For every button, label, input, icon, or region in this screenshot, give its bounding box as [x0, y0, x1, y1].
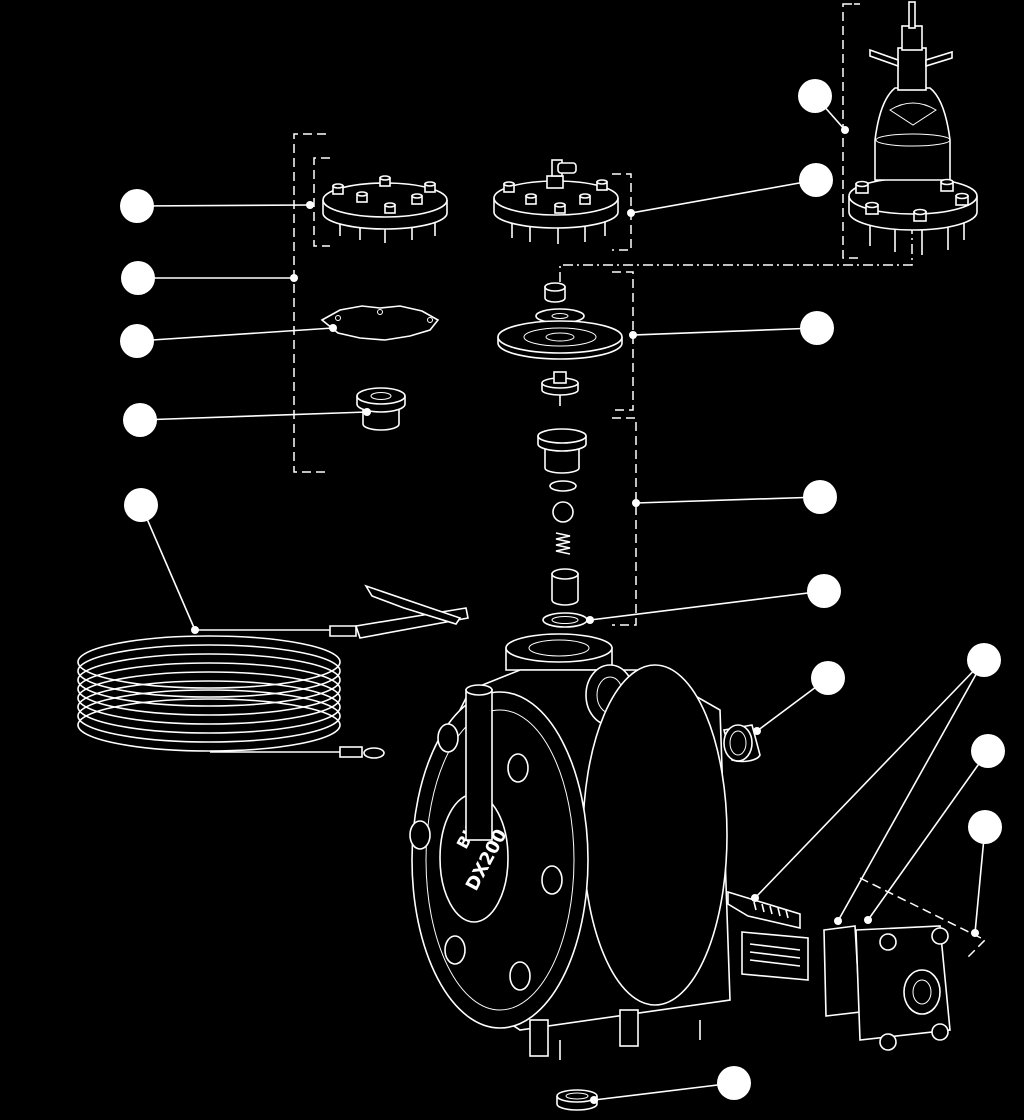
callout-7	[799, 163, 833, 197]
callout-10	[807, 574, 841, 608]
callout-11	[811, 661, 845, 695]
callout-9	[803, 480, 837, 514]
diaphragm-stack	[497, 282, 623, 406]
callout-3	[120, 324, 154, 358]
callout-2	[121, 261, 155, 295]
bushing	[356, 387, 406, 431]
muffler-bracket	[859, 877, 987, 961]
pump-body: BINKS DX200	[409, 633, 731, 1060]
air-cap-center	[493, 159, 619, 244]
left-cap-bracket	[313, 157, 330, 247]
bottom-washer	[556, 1089, 598, 1111]
leader-dots	[191, 126, 979, 1104]
callout-1	[120, 189, 154, 223]
muffler-block	[823, 925, 951, 1051]
left-kit-bracket	[293, 133, 326, 473]
ground-wire-coil	[77, 584, 469, 759]
callout-12	[967, 643, 1001, 677]
valve-stack-bracket	[612, 417, 637, 626]
callout-15	[717, 1066, 751, 1100]
callout-13	[971, 734, 1005, 768]
leader-lines	[136, 95, 989, 1101]
regulator-bracket	[842, 3, 860, 259]
latch-parts	[727, 890, 809, 981]
callout-8	[800, 311, 834, 345]
callout-bubbles	[120, 79, 1005, 1100]
callout-5	[124, 488, 158, 522]
callout-6	[798, 79, 832, 113]
diaphragm-bracket	[612, 271, 634, 411]
pressure-regulator	[848, 1, 978, 255]
gasket-plate	[320, 305, 440, 341]
valve-stack	[537, 428, 588, 628]
o-ring-right	[723, 724, 761, 763]
callout-14	[968, 810, 1002, 844]
callout-4	[123, 403, 157, 437]
air-cap-left	[322, 175, 448, 243]
